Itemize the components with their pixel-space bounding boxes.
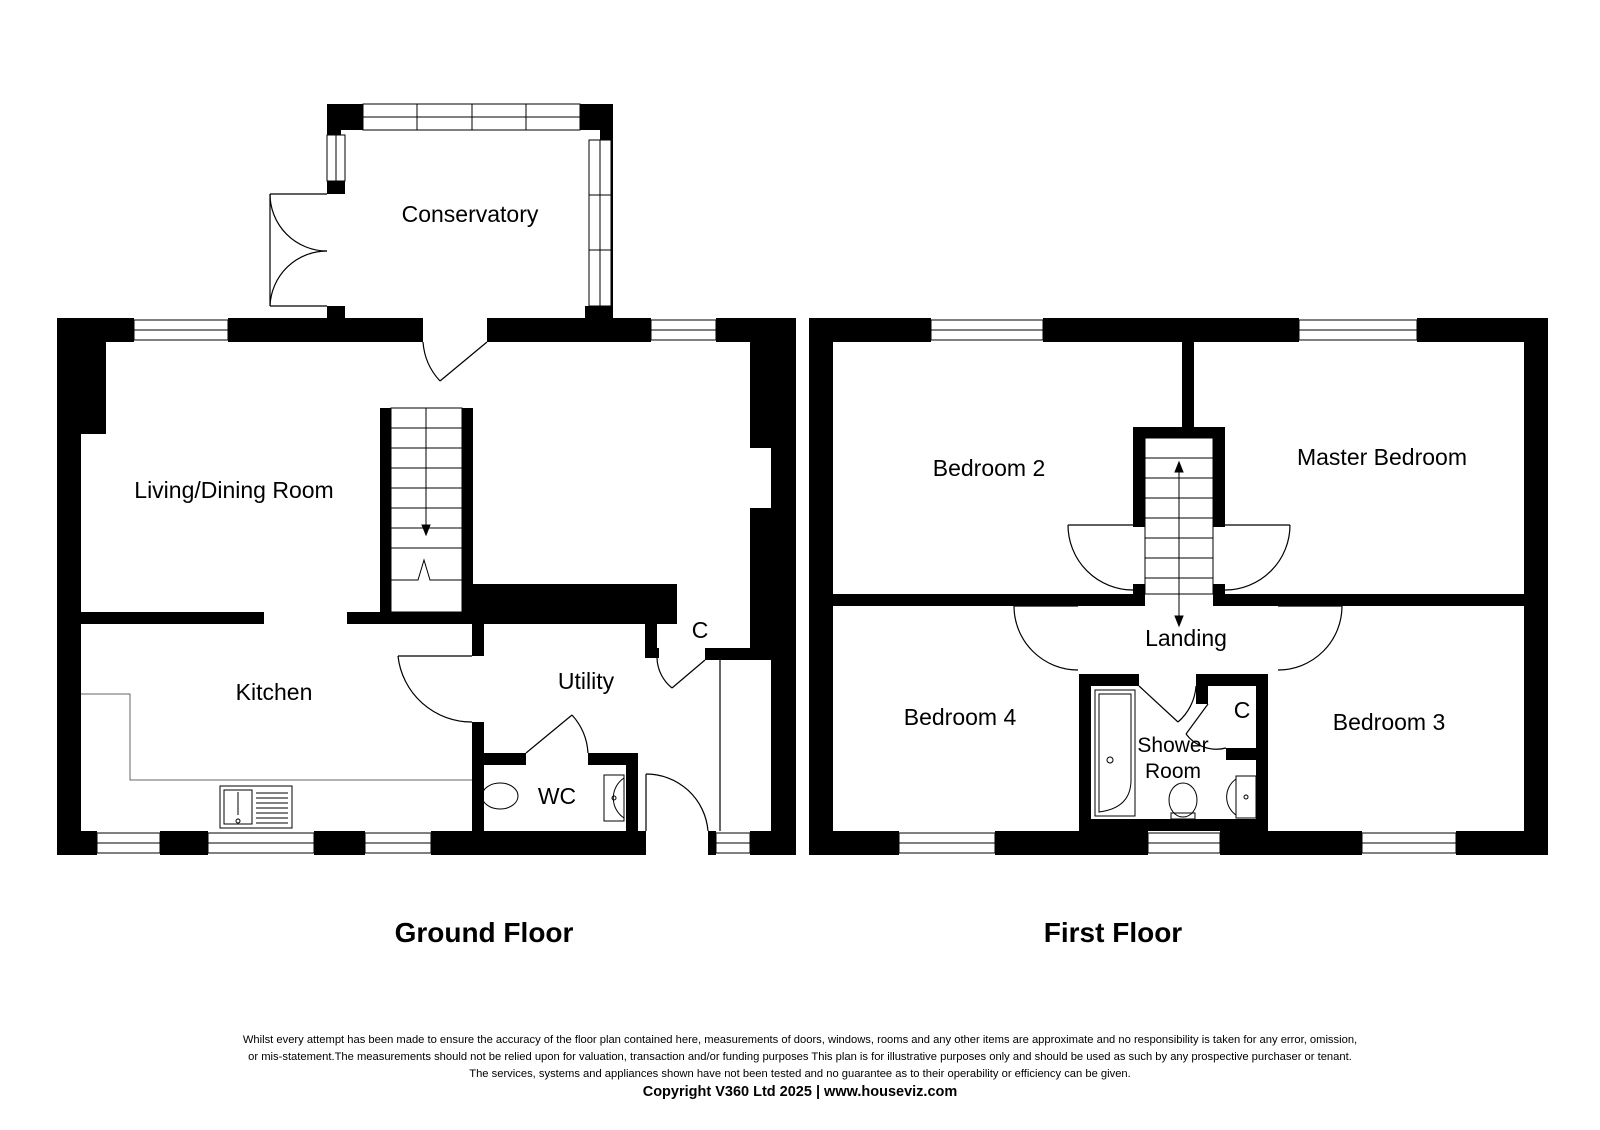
label-bedroom-3: Bedroom 3 [1333,709,1446,735]
first-floor-doors [1013,524,1343,750]
wc-basin [603,774,625,822]
ground-floor-doors [397,341,721,832]
label-master-bedroom: Master Bedroom [1297,444,1467,470]
label-conservatory: Conservatory [402,201,539,227]
copyright-notice: Copyright V360 Ltd 2025 | www.houseviz.c… [642,1084,958,1100]
label-shower-room-line1: Shower [1137,734,1208,757]
kitchen-worktop [81,693,472,781]
ground-floor-windows [96,319,751,854]
ground-floor-plan: Conservatory Living/Dining Room Kitchen … [57,103,796,948]
label-cupboard-ground: C [692,617,709,643]
conservatory-structure [269,103,613,318]
first-floor-labels: Bedroom 2 Master Bedroom Landing Bedroom… [904,444,1467,783]
kitchen-sink [219,785,293,829]
label-bedroom-4: Bedroom 4 [904,704,1017,730]
first-floor-walls [809,318,1548,855]
disclaimer-line-3: The services, systems and appliances sho… [469,1068,1131,1080]
shower-toilet [1168,782,1198,820]
label-wc: WC [538,783,576,809]
disclaimer-line-1: Whilst every attempt has been made to en… [242,1034,1358,1046]
first-floor-windows [898,319,1457,854]
ground-floor-title: Ground Floor [395,917,574,948]
disclaimer: Whilst every attempt has been made to en… [0,1032,1600,1101]
label-utility: Utility [558,668,615,694]
disclaimer-line-2: or mis-statement.The measurements should… [248,1051,1352,1063]
first-floor-stairs [1144,437,1214,628]
label-shower-room-line2: Room [1145,760,1201,783]
shower-basin [1226,775,1257,819]
ground-floor-walls [57,318,796,855]
ground-floor-stairs [390,407,463,613]
label-living-dining-room: Living/Dining Room [134,477,333,503]
first-floor-title: First Floor [1044,917,1183,948]
label-bedroom-2: Bedroom 2 [933,455,1046,481]
label-landing: Landing [1145,625,1227,651]
label-cupboard-first: C [1234,697,1251,723]
wc-toilet [472,780,519,812]
ground-floor-labels: Conservatory Living/Dining Room Kitchen … [134,201,708,809]
label-kitchen: Kitchen [236,679,313,705]
first-floor-plan: Bedroom 2 Master Bedroom Landing Bedroom… [809,318,1548,948]
shower-tray [1094,689,1136,817]
